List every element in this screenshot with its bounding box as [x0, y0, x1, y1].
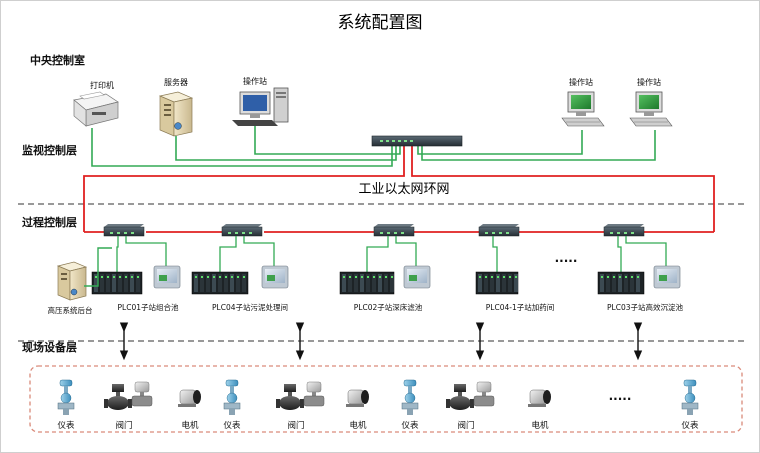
- valve-icon: [276, 384, 304, 410]
- core-switch: [371, 135, 463, 147]
- plc-rack-icon: [475, 271, 519, 295]
- field-devices: 仪表 阀门 电机 仪表 阀门 电机 仪表 阀门 电机 仪表: [57, 379, 699, 431]
- ethernet-ring: [83, 145, 715, 233]
- stations-ellipsis: .....: [555, 251, 578, 265]
- supervisory-links: [91, 126, 656, 167]
- field-device-label: 电机: [181, 420, 199, 431]
- motor-icon: [346, 389, 369, 407]
- layer-label-central: 中央控制室: [30, 53, 85, 67]
- station-switch: [221, 224, 263, 237]
- hmi-panel-icon: [153, 265, 181, 289]
- layer-label-field: 现场设备层: [22, 340, 77, 354]
- field-connection-arrows: [119, 322, 643, 361]
- station-label: PLC04-1子站加药间: [486, 302, 554, 312]
- field-device-label: 仪表: [401, 420, 419, 431]
- station-links: [116, 236, 167, 272]
- plc-station: PLC04-1子站加药间: [475, 224, 554, 312]
- field-device-label: 阀门: [115, 420, 132, 431]
- server-label: 服务器: [164, 77, 188, 87]
- plc-rack-icon: [597, 271, 645, 295]
- ring-label: 工业以太网环网: [358, 182, 449, 197]
- instrument-icon: [401, 379, 419, 415]
- plc-stations: PLC01子站组合池 PLC04子站污泥处理间 PLC02子站深床滤池 PLC04-1…: [91, 224, 683, 312]
- hv-backend-server-icon: [56, 261, 88, 301]
- valve-actuator-icon: [473, 381, 495, 407]
- valve-actuator-icon: [303, 381, 325, 407]
- plc-rack-icon: [191, 271, 249, 295]
- station-switch: [478, 224, 520, 237]
- hmi-panel-icon: [653, 265, 681, 289]
- station-links: [366, 236, 417, 272]
- field-device-label: 仪表: [223, 420, 241, 431]
- station-label: PLC04子站污泥处理间: [212, 302, 288, 312]
- field-device-label: 电机: [349, 420, 367, 431]
- layer-label-supervisory: 监视控制层: [22, 143, 77, 157]
- instrument-icon: [223, 379, 241, 415]
- workstation-icon: [561, 91, 605, 127]
- station-label: PLC01子站组合池: [118, 302, 179, 312]
- station-label: PLC03子站高效沉淀池: [607, 302, 683, 312]
- station-switch: [603, 224, 645, 237]
- workstation-label-3: 操作站: [637, 77, 661, 87]
- station-links: [492, 236, 498, 272]
- field-device-label: 电机: [531, 420, 549, 431]
- field-device-label: 仪表: [57, 420, 75, 431]
- printer-icon: [73, 91, 119, 127]
- field-ellipsis: .....: [609, 389, 632, 403]
- plc-station: PLC01子站组合池: [91, 224, 181, 312]
- field-device-label: 阀门: [457, 420, 474, 431]
- workstation-icon: [629, 91, 673, 127]
- hmi-panel-icon: [403, 265, 431, 289]
- valve-icon: [104, 384, 132, 410]
- station-links: [219, 236, 275, 272]
- workstation-label-1: 操作站: [243, 76, 267, 86]
- station-switch: [103, 224, 145, 237]
- hmi-panel-icon: [261, 265, 289, 289]
- station-label: PLC02子站深床滤池: [354, 302, 423, 312]
- workstation-icon: [232, 87, 289, 126]
- motor-icon: [178, 389, 201, 407]
- server-icon: [158, 91, 194, 137]
- layer-label-process: 过程控制层: [22, 215, 77, 229]
- plc-station: PLC03子站高效沉淀池: [597, 224, 683, 312]
- plc-station: PLC02子站深床滤池: [339, 224, 431, 312]
- hv-backend-label: 高压系统后台: [48, 305, 93, 315]
- instrument-icon: [57, 379, 75, 415]
- diagram-title: 系统配置图: [338, 13, 423, 33]
- field-device-label: 仪表: [681, 420, 699, 431]
- valve-actuator-icon: [131, 381, 153, 407]
- motor-icon: [528, 389, 551, 407]
- plc-rack-icon: [339, 271, 395, 295]
- field-device-label: 阀门: [287, 420, 304, 431]
- instrument-icon: [681, 379, 699, 415]
- hv-backend-link: [84, 247, 112, 287]
- station-links: [617, 236, 667, 272]
- plc-rack-icon: [91, 271, 143, 295]
- plc-station: PLC04子站污泥处理间: [191, 224, 289, 312]
- printer-label: 打印机: [90, 80, 114, 90]
- workstation-label-2: 操作站: [569, 77, 593, 87]
- station-switch: [373, 224, 415, 237]
- valve-icon: [446, 384, 474, 410]
